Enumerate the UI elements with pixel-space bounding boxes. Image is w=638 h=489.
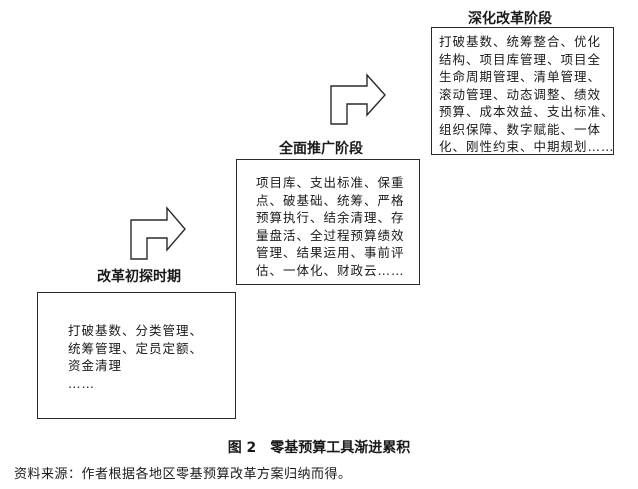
stage-3-line: 组织保障、数字赋能、一体 [439, 121, 602, 137]
stage-1-text: 打破基数、分类管理、 统筹管理、定员定额、 资金清理 …… [68, 322, 203, 392]
stage-3-line: 结构、项目库管理、项目全 [439, 51, 602, 67]
step-arrow-2-icon [330, 73, 386, 125]
stage-1-line: 打破基数、分类管理、 [68, 323, 204, 338]
stage-2-box [236, 159, 420, 285]
stage-1-line: …… [68, 375, 95, 391]
figure-caption: 图 2 零基预算工具渐进累积 [227, 440, 411, 456]
stage-2-line: 管理、结果运用、事前评 [256, 245, 405, 260]
stage-3-title: 深化改革阶段 [468, 11, 552, 27]
stage-1-line: 统筹管理、定员定额、 [68, 340, 204, 356]
step-arrow-1-icon [130, 206, 186, 260]
stage-2-line: 点、破基础、统筹、严格 [256, 192, 405, 208]
stage-2-title: 全面推广阶段 [279, 141, 363, 157]
stage-1-box [37, 292, 236, 419]
stage-3-box [431, 27, 614, 155]
stage-2-line: 项目库、支出标准、保重 [256, 175, 405, 190]
stage-3-line: 滚动管理、动态调整、绩效 [439, 86, 602, 102]
stage-2-line: 预算执行、结余清理、存 [256, 210, 405, 225]
stage-3-line: 化、刚性约束、中期规划…… [439, 139, 615, 154]
stage-1-line: 资金清理 [68, 358, 123, 373]
stage-2-line: 量盘活、全过程预算绩效 [256, 227, 405, 243]
stage-2-line: 估、一体化、财政云…… [256, 262, 405, 278]
stage-3-text: 打破基数、统筹整合、优化 结构、项目库管理、项目全 生命周期管理、清单管理、 滚… [439, 33, 615, 156]
figure-source-note: 资料来源：作者根据各地区零基预算改革方案归纳而得。 [14, 467, 352, 482]
stage-3-line: 打破基数、统筹整合、优化 [439, 34, 602, 49]
stage-2-text: 项目库、支出标准、保重 点、破基础、统筹、严格 预算执行、结余清理、存 量盘活、… [256, 174, 405, 279]
stage-3-line: 生命周期管理、清单管理、 [439, 69, 602, 84]
stage-1-title: 改革初探时期 [97, 269, 181, 285]
stage-3-line: 预算、成本效益、支出标准、 [439, 104, 615, 119]
